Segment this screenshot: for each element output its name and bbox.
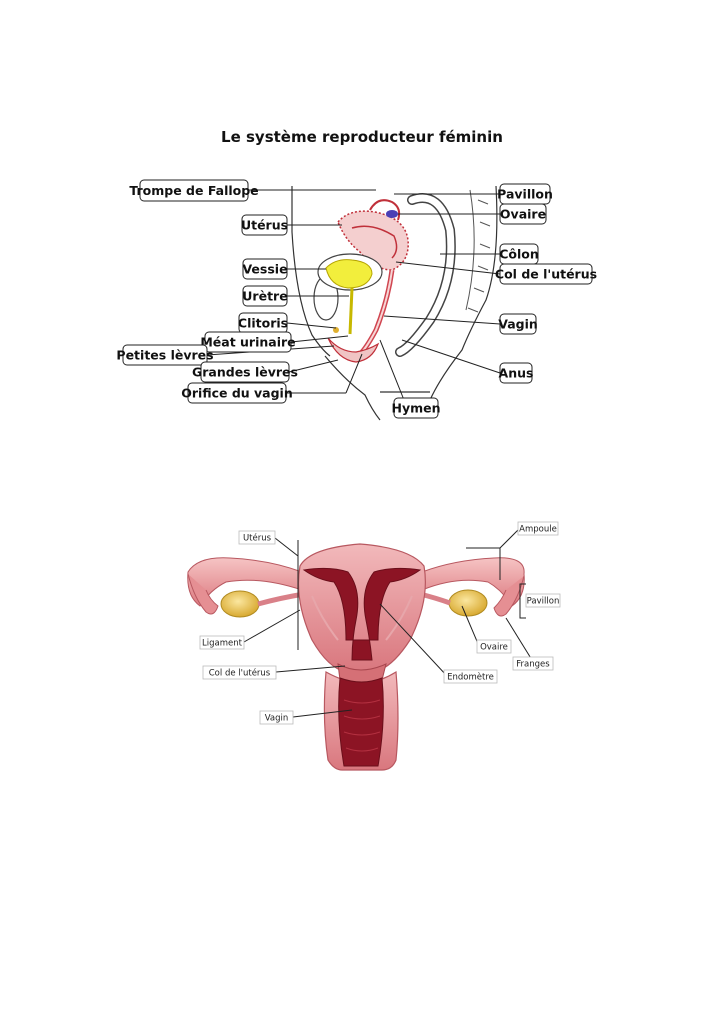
right-ovary xyxy=(448,589,488,617)
sagittal-diagram xyxy=(291,185,498,421)
label2-franges-text: Franges xyxy=(516,660,550,670)
label-grandes: Grandes lèvres xyxy=(192,361,298,383)
label-vagin: Vagin xyxy=(498,313,538,335)
label-clitoris: Clitoris xyxy=(238,312,288,334)
page-title: Le système reproducteur féminin xyxy=(221,128,503,146)
label-uretre-text: Urètre xyxy=(242,289,287,304)
label-pavillon-text: Pavillon xyxy=(497,187,553,202)
label2-uterus-text: Utérus xyxy=(243,533,272,544)
label-orifice-text: Orifice du vagin xyxy=(181,386,293,401)
label2-vagin-text: Vagin xyxy=(265,714,289,724)
label-ovaire: Ovaire xyxy=(499,203,547,225)
label2-vagin: Vagin xyxy=(259,710,294,725)
uterus xyxy=(337,210,409,271)
label2-pavillon: Pavillon xyxy=(525,593,561,608)
frontal-leader-lines xyxy=(243,529,533,718)
right-fallopian-tube xyxy=(421,557,525,607)
sagittal-leader-lines xyxy=(206,189,501,401)
vaginal-canal xyxy=(338,677,384,767)
left-ovary xyxy=(220,590,260,618)
label-vagin-text: Vagin xyxy=(498,317,538,332)
body-back-outline xyxy=(429,185,498,401)
label-anus-text: Anus xyxy=(499,366,534,381)
label-ovaire-text: Ovaire xyxy=(500,207,546,222)
label2-ovaire-text: Ovaire xyxy=(480,643,508,653)
label-colon-text: Côlon xyxy=(499,247,539,262)
perineum-outline xyxy=(324,355,381,421)
label-vessie: Vessie xyxy=(242,258,288,280)
label-clitoris-text: Clitoris xyxy=(238,316,288,331)
label-hymen: Hymen xyxy=(391,397,441,419)
labia xyxy=(327,337,380,363)
label-uterus: Utérus xyxy=(241,214,288,236)
uterine-cavity xyxy=(302,567,422,661)
label-petites: Petites lèvres xyxy=(116,344,214,366)
label2-ligament: Ligament xyxy=(199,635,245,650)
label-vessie-text: Vessie xyxy=(242,262,287,277)
label-colon: Côlon xyxy=(499,243,539,265)
body-front-outline xyxy=(291,186,331,357)
label-orifice: Orifice du vagin xyxy=(181,382,293,404)
left-fimbriae xyxy=(187,573,219,615)
label2-franges: Franges xyxy=(512,656,554,671)
label-uterus-text: Utérus xyxy=(241,218,288,233)
label-meat-text: Méat urinaire xyxy=(200,335,295,350)
left-fallopian-tube xyxy=(187,557,303,607)
clitoris xyxy=(333,327,339,333)
label-petites-text: Petites lèvres xyxy=(116,348,213,363)
label2-ovaire: Ovaire xyxy=(476,639,512,654)
frontal-diagram xyxy=(187,543,525,771)
label-trompe-text: Trompe de Fallope xyxy=(129,183,258,198)
label2-uterus: Utérus xyxy=(238,530,276,545)
ovary xyxy=(386,210,398,218)
label2-col-text: Col de l'utérus xyxy=(209,668,271,679)
label-uretre: Urètre xyxy=(242,285,288,307)
label-col-text: Col de l'utérus xyxy=(495,267,597,282)
label-col: Col de l'utérus xyxy=(495,263,597,285)
sacrum xyxy=(465,189,491,313)
left-ligament xyxy=(257,591,305,607)
label-anus: Anus xyxy=(499,362,534,384)
pavillon-bracket xyxy=(519,583,526,619)
label2-ampoule-text: Ampoule xyxy=(519,525,557,535)
label-hymen-text: Hymen xyxy=(391,401,440,416)
label2-ligament-text: Ligament xyxy=(202,639,243,649)
label-grandes-text: Grandes lèvres xyxy=(192,365,298,380)
label-pavillon: Pavillon xyxy=(497,183,553,205)
label-meat: Méat urinaire xyxy=(200,331,296,353)
label2-col: Col de l'utérus xyxy=(202,665,277,680)
urethra xyxy=(348,287,354,335)
label-trompe: Trompe de Fallope xyxy=(129,179,259,202)
right-fimbriae xyxy=(493,575,525,617)
label2-endometre: Endomètre xyxy=(443,669,498,684)
label2-pavillon-text: Pavillon xyxy=(527,597,560,607)
bladder-urine xyxy=(325,259,373,289)
label2-endometre-text: Endomètre xyxy=(447,672,494,683)
label2-ampoule: Ampoule xyxy=(517,521,559,536)
